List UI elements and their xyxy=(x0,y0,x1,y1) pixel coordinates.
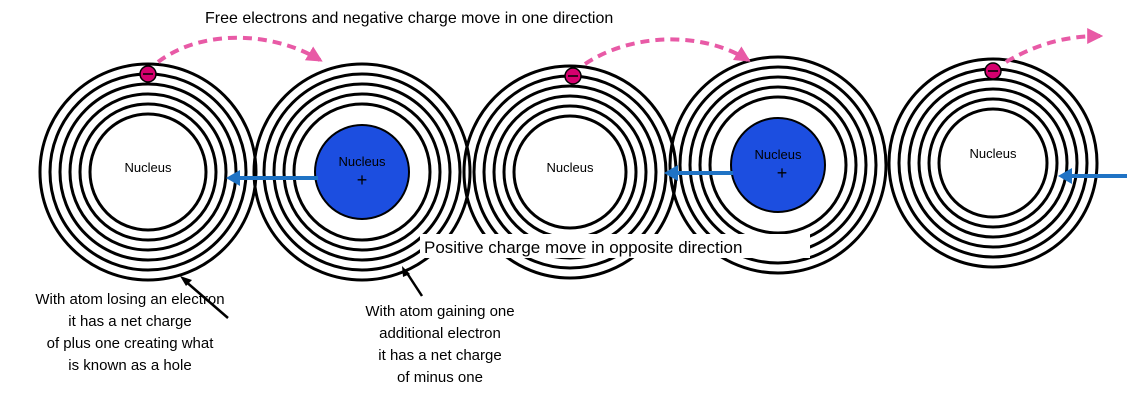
note-line: additional electron xyxy=(379,325,501,342)
note-line: it has a net charge xyxy=(68,313,191,330)
pointer-arrow xyxy=(183,279,229,319)
nucleus-label: Nucleus xyxy=(125,160,172,175)
positive-charge-arrows xyxy=(226,165,1127,186)
nucleus-label: Nucleus xyxy=(755,147,802,162)
nucleus-label: Nucleus xyxy=(970,146,1017,161)
nucleus-label: Nucleus xyxy=(547,160,594,175)
atom-5: Nucleus xyxy=(887,57,1099,269)
arrow-head-icon xyxy=(180,276,192,286)
arrow-head-icon xyxy=(402,266,410,277)
pink-arrow xyxy=(1004,28,1104,64)
note-line: it has a net charge xyxy=(378,347,501,364)
nucleus-label: Nucleus xyxy=(339,154,386,169)
note-line: of plus one creating what xyxy=(47,335,215,352)
note-line: With atom losing an electron xyxy=(35,291,224,308)
arrow-head-icon xyxy=(664,165,678,181)
note-left: With atom losing an electron it has a ne… xyxy=(35,291,224,374)
plus-sign: + xyxy=(777,163,788,183)
atom-4: Nucleus + xyxy=(668,55,888,275)
atom-2: Nucleus + xyxy=(252,62,472,282)
electron-flow-arrows xyxy=(156,28,1104,66)
note-right: With atom gaining one additional electro… xyxy=(365,303,514,386)
arrow-head-icon xyxy=(1058,168,1072,184)
atom-1: Nucleus xyxy=(38,62,258,282)
nucleus-positive xyxy=(730,117,826,213)
pink-arrow xyxy=(156,35,323,64)
arrow-head-icon xyxy=(226,170,240,186)
note-line: With atom gaining one xyxy=(365,303,514,320)
title-text: Free electrons and negative charge move … xyxy=(205,10,613,27)
note-line: is known as a hole xyxy=(68,357,191,374)
electrons xyxy=(139,62,1002,85)
nucleus-positive xyxy=(314,124,410,220)
middle-label: Positive charge move in opposite directi… xyxy=(424,238,742,257)
plus-sign: + xyxy=(357,170,368,190)
label-backing xyxy=(420,234,810,258)
pink-arrow xyxy=(583,37,751,66)
note-line: of minus one xyxy=(397,369,483,386)
